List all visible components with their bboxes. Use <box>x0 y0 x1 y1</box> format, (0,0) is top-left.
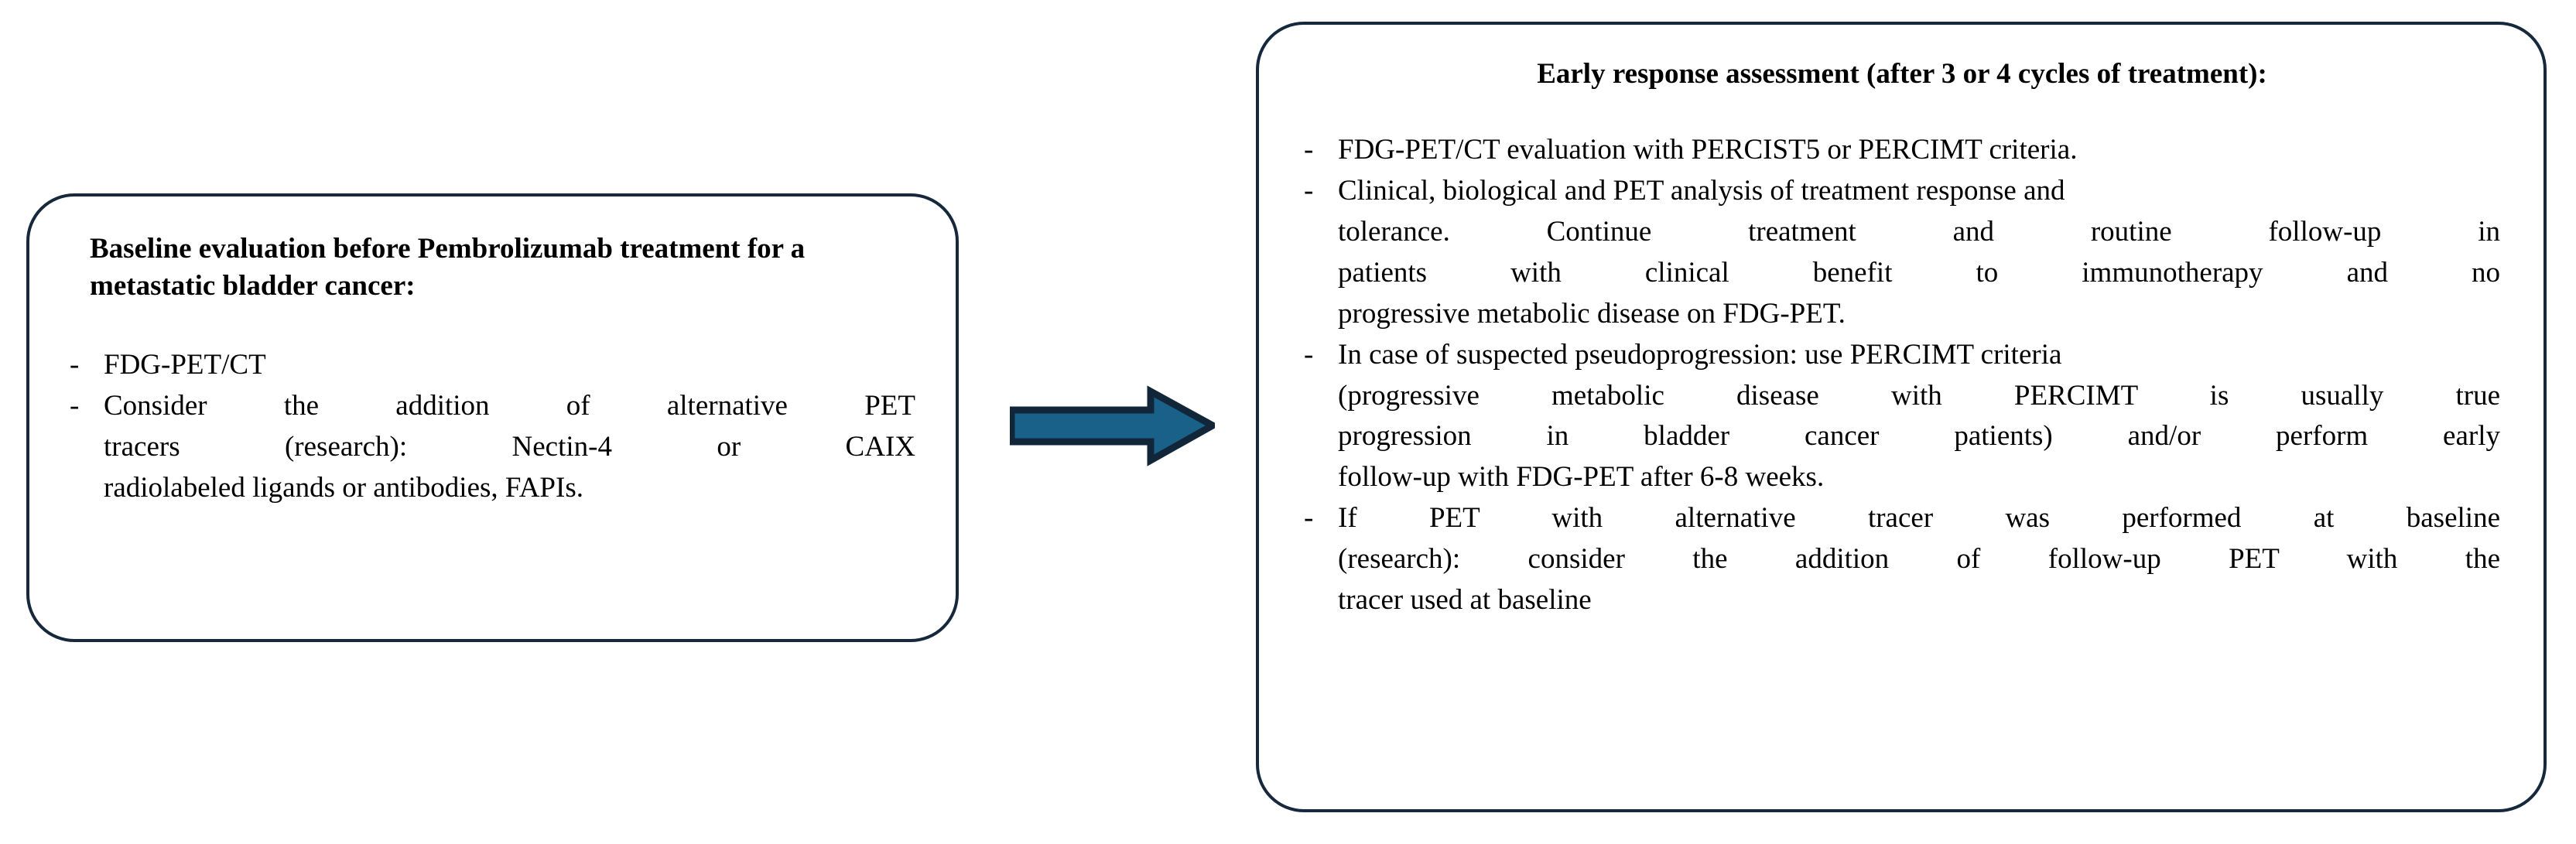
text-line: tolerance. Continue treatment and routin… <box>1338 215 2500 248</box>
dash-bullet-icon: - <box>1304 175 1314 207</box>
text-line: tracers (research): Nectin-4 or CAIX <box>104 431 915 463</box>
right-arrow-icon <box>1010 385 1215 466</box>
dash-bullet-icon: - <box>1304 338 1314 371</box>
text-line: radiolabeled ligands or antibodies, FAPI… <box>104 471 583 504</box>
baseline-bullet-list: - FDG-PET/CT - Consider the addition of … <box>70 345 915 509</box>
text-line: Consider the addition of alternative PET <box>104 390 915 422</box>
text-line: FDG-PET/CT evaluation with PERCIST5 or P… <box>1338 134 2078 166</box>
text-line: progressive metabolic disease on FDG-PET… <box>1338 297 1846 330</box>
text-line: progression in bladder cancer patients) … <box>1338 420 2500 453</box>
text-line: (research): consider the addition of fol… <box>1338 543 2500 576</box>
list-item: - FDG-PET/CT <box>70 345 915 386</box>
baseline-evaluation-box: Baseline evaluation before Pembrolizumab… <box>26 193 959 642</box>
text-line: tracer used at baseline <box>1338 584 1592 617</box>
text-line: If PET with alternative tracer was perfo… <box>1338 502 2500 535</box>
list-item-text: Clinical, biological and PET analysis of… <box>1338 171 2500 335</box>
text-line: follow-up with FDG-PET after 6-8 weeks. <box>1338 461 1825 494</box>
list-item-text: FDG-PET/CT <box>104 345 915 386</box>
early-response-assessment-box: Early response assessment (after 3 or 4 … <box>1256 22 2547 812</box>
dash-bullet-icon: - <box>70 349 80 381</box>
list-item-text: If PET with alternative tracer was perfo… <box>1338 498 2500 621</box>
response-box-heading: Early response assessment (after 3 or 4 … <box>1537 58 2267 90</box>
text-line: In case of suspected pseudoprogression: … <box>1338 338 2062 371</box>
list-item-text: FDG-PET/CT evaluation with PERCIST5 or P… <box>1338 130 2500 171</box>
dash-bullet-icon: - <box>70 390 80 422</box>
dash-bullet-icon: - <box>1304 134 1314 166</box>
list-item-text: In case of suspected pseudoprogression: … <box>1338 335 2500 499</box>
baseline-box-heading: Baseline evaluation before Pembrolizumab… <box>90 233 806 302</box>
list-item: - If PET with alternative tracer was per… <box>1304 498 2500 621</box>
text-line: patients with clinical benefit to immuno… <box>1338 256 2500 289</box>
list-item: - In case of suspected pseudoprogression… <box>1304 335 2500 499</box>
text-line: FDG-PET/CT <box>104 349 266 381</box>
list-item-text: Consider the addition of alternative PET… <box>104 386 915 509</box>
list-item: - FDG-PET/CT evaluation with PERCIST5 or… <box>1304 130 2500 171</box>
text-line: (progressive metabolic disease with PERC… <box>1338 379 2500 412</box>
text-line: Clinical, biological and PET analysis of… <box>1338 175 2065 207</box>
dash-bullet-icon: - <box>1304 502 1314 535</box>
response-bullet-list: - FDG-PET/CT evaluation with PERCIST5 or… <box>1304 130 2500 621</box>
list-item: - Clinical, biological and PET analysis … <box>1304 171 2500 335</box>
list-item: - Consider the addition of alternative P… <box>70 386 915 509</box>
